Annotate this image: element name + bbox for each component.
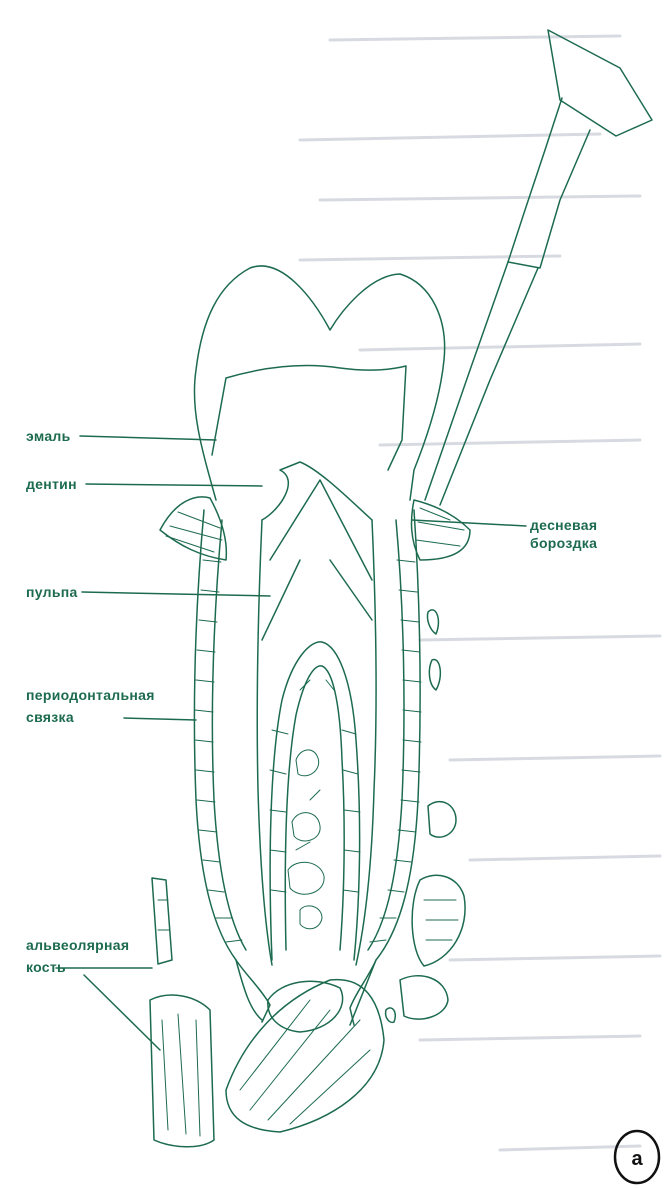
probe-handle	[548, 30, 652, 136]
root-outer-left	[194, 510, 262, 1020]
leader-periodontal-ligament	[124, 718, 196, 720]
pdl-inner-right	[368, 520, 404, 950]
crown-outline	[194, 266, 444, 500]
interradicular-septum-fibers	[270, 680, 360, 892]
probe-tip	[425, 262, 538, 505]
leader-alveolar-bone-diag	[84, 975, 160, 1050]
trabecular-bone-islands	[288, 750, 324, 929]
label-dentin: дентин	[26, 476, 77, 492]
root-outer-right	[350, 510, 420, 1025]
alveolar-bone	[150, 802, 465, 1147]
pulp-chamber	[262, 462, 372, 520]
label-enamel: эмаль	[26, 428, 71, 444]
panel-letter-badge: a	[615, 1131, 659, 1183]
leader-gingival-sulcus	[412, 520, 526, 526]
tissue-fragment	[427, 610, 438, 634]
interradicular-septum-outer	[270, 642, 359, 960]
leader-dentin	[86, 484, 262, 486]
tissue-fragment	[429, 659, 440, 690]
leader-pulp	[82, 592, 270, 596]
periodontal-ligament-fibers	[195, 560, 421, 942]
label-alveolar-bone-line1: альвеолярная	[26, 937, 129, 953]
label-alveolar-bone-line2: кость	[26, 959, 66, 975]
probe-shaft	[508, 98, 590, 268]
label-gingival-sulcus-line2: бороздка	[530, 535, 597, 551]
pdl-inner-left	[212, 520, 246, 950]
periodontal-probe	[425, 30, 652, 505]
gingiva	[160, 497, 470, 560]
panel-letter: a	[631, 1148, 643, 1170]
label-periodontal-ligament-line1: периодонтальная	[26, 687, 155, 703]
dentin-enamel-junction	[212, 366, 406, 470]
root-apex-left	[236, 960, 270, 1022]
leader-enamel	[80, 436, 216, 440]
label-gingival-sulcus-line1: десневая	[530, 517, 597, 533]
label-pulp: пульпа	[26, 584, 78, 600]
label-periodontal-ligament-line2: связка	[26, 709, 74, 725]
